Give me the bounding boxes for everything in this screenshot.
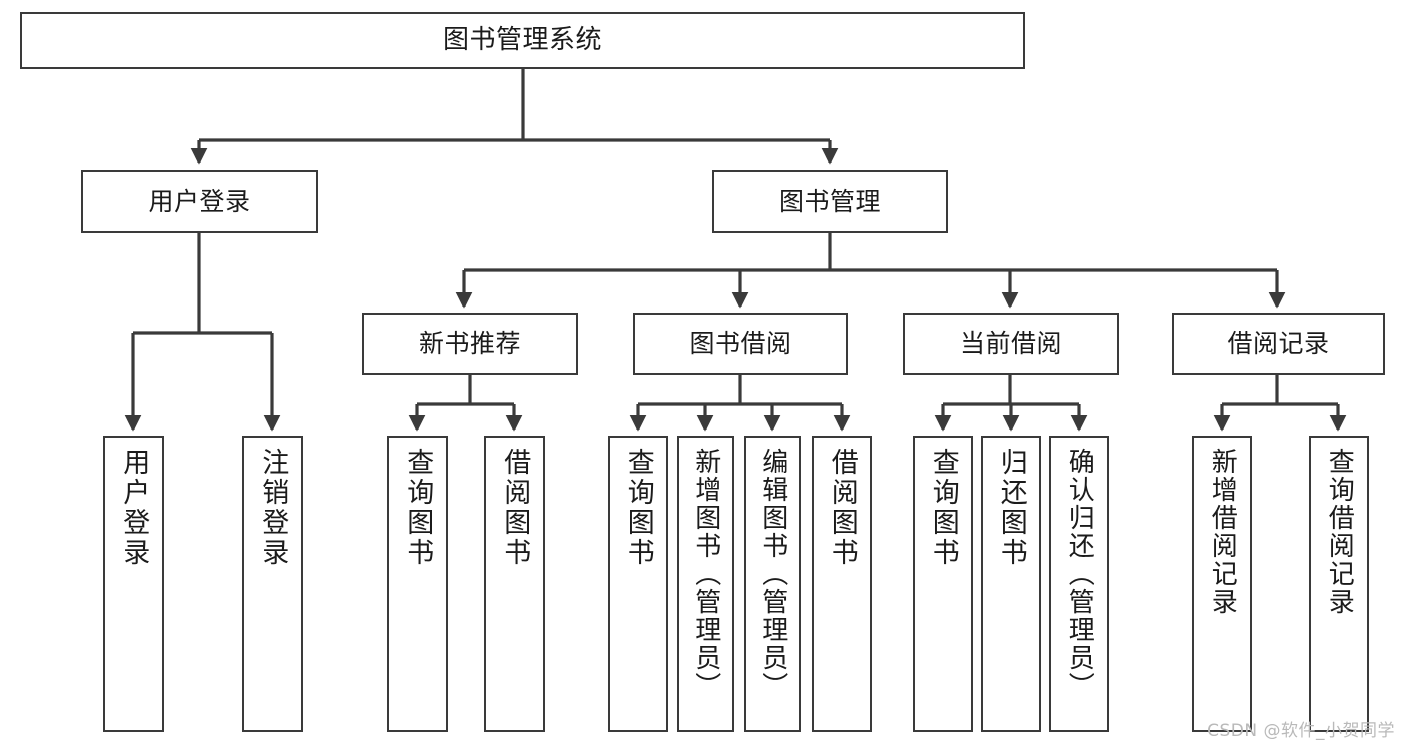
node-label: 新书推荐 <box>418 329 521 359</box>
node-user-login[interactable]: 用户登录 <box>81 170 318 233</box>
leaf-return-book[interactable]: 归还图书 <box>981 436 1041 732</box>
leaf-borrow-book-1[interactable]: 借阅图书 <box>484 436 545 732</box>
node-label: 归还图书 <box>995 448 1027 568</box>
leaf-query-book-1[interactable]: 查询图书 <box>387 436 448 732</box>
node-root-system[interactable]: 图书管理系统 <box>20 12 1025 69</box>
leaf-query-book-2[interactable]: 查询图书 <box>608 436 668 732</box>
node-label: 图书管理系统 <box>442 25 602 56</box>
node-label: 查询图书 <box>402 448 434 568</box>
node-book-management[interactable]: 图书管理 <box>712 170 948 233</box>
node-book-borrow[interactable]: 图书借阅 <box>633 313 848 375</box>
leaf-add-record[interactable]: 新增借阅记录 <box>1192 436 1252 732</box>
node-current-borrow[interactable]: 当前借阅 <box>903 313 1119 375</box>
node-label: 当前借阅 <box>959 329 1062 359</box>
node-label: 查询图书 <box>622 448 654 568</box>
leaf-user-login[interactable]: 用户登录 <box>103 436 164 732</box>
node-label: 查询借阅记录 <box>1324 448 1355 616</box>
leaf-edit-book[interactable]: 编辑图书（管理员） <box>744 436 801 732</box>
leaf-query-record[interactable]: 查询借阅记录 <box>1309 436 1369 732</box>
node-label: 借阅图书 <box>826 448 858 568</box>
watermark: CSDN @软件_小贺同学 <box>1207 721 1395 741</box>
node-label: 新增借阅记录 <box>1207 448 1238 616</box>
node-label: 用户登录 <box>118 448 150 568</box>
leaf-logout-login[interactable]: 注销登录 <box>242 436 303 732</box>
leaf-borrow-book-2[interactable]: 借阅图书 <box>812 436 872 732</box>
leaf-query-book-3[interactable]: 查询图书 <box>913 436 973 732</box>
node-label: 图书管理 <box>778 186 881 216</box>
node-label: 用户登录 <box>148 186 251 216</box>
node-label: 借阅记录 <box>1227 329 1330 359</box>
node-label: 借阅图书 <box>499 448 531 568</box>
node-borrow-record[interactable]: 借阅记录 <box>1172 313 1385 375</box>
node-label: 编辑图书（管理员） <box>757 448 788 700</box>
node-label: 新增图书（管理员） <box>690 448 721 700</box>
node-label: 确认归还（管理员） <box>1064 448 1095 700</box>
node-label: 注销登录 <box>257 448 289 568</box>
leaf-confirm-return[interactable]: 确认归还（管理员） <box>1049 436 1109 732</box>
node-new-book-recommend[interactable]: 新书推荐 <box>362 313 578 375</box>
node-label: 图书借阅 <box>689 329 792 359</box>
node-label: 查询图书 <box>927 448 959 568</box>
leaf-add-book[interactable]: 新增图书（管理员） <box>677 436 734 732</box>
